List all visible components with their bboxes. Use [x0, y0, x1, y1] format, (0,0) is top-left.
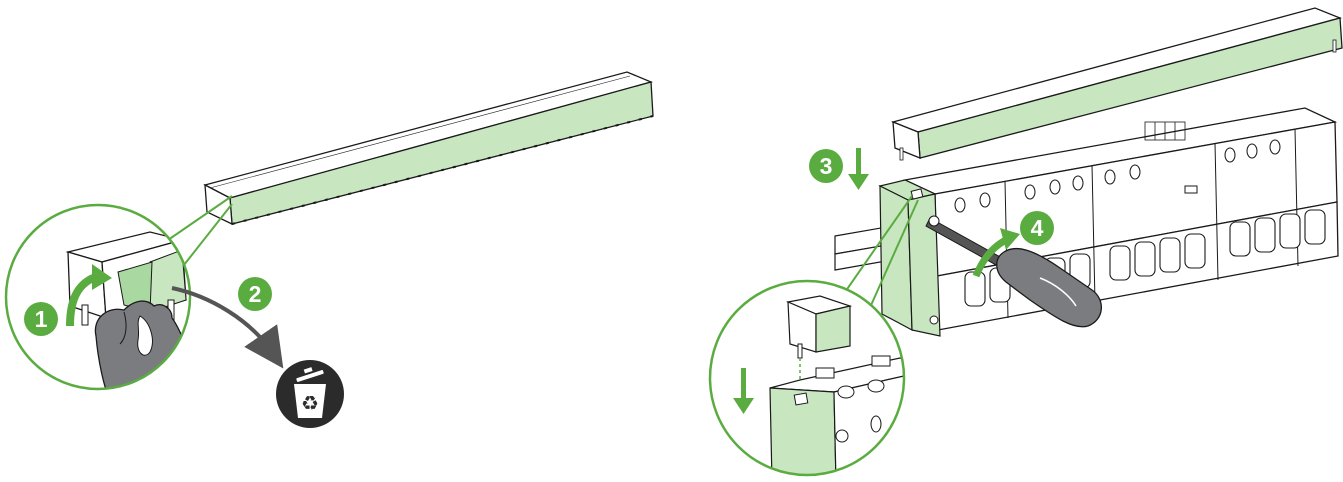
step-badge-1: 1 [24, 302, 58, 336]
zoom-connector-top [167, 195, 233, 241]
step-badge-4: 4 [1020, 211, 1054, 245]
step-badge-2: 2 [238, 277, 272, 311]
right-panel: 3 4 [708, 7, 1343, 477]
screwdriver-icon [925, 215, 1102, 328]
place-arrow [848, 148, 869, 190]
step-badge-3: 3 [809, 149, 843, 183]
terminal-screws-top [954, 139, 1281, 213]
end-cover-green [878, 179, 941, 337]
terminal-cover-bar [203, 71, 654, 226]
zoom-connector-right-a [835, 195, 913, 306]
recycle-symbol-icon: ♻ [301, 391, 319, 415]
zoom-connector-right-b [867, 199, 919, 313]
step-number-3: 3 [820, 153, 833, 179]
zoom-detail-right [708, 279, 906, 477]
discard-arrow [171, 286, 284, 369]
breaker-toggles [964, 209, 1326, 307]
step-number-2: 2 [249, 281, 262, 307]
left-panel: 1 2 ♻ [4, 71, 654, 428]
step-number-4: 4 [1031, 215, 1044, 241]
tighten-arrow-head [1000, 228, 1020, 250]
terminal-cover-bar-placed [890, 7, 1343, 161]
zoom-down-arrow [733, 368, 754, 414]
module-grid [1144, 121, 1186, 141]
step-number-1: 1 [35, 306, 48, 332]
zoom-connector-bottom [179, 203, 233, 271]
peel-arrow-head [92, 264, 112, 290]
zoom-detail-left [4, 203, 192, 391]
recycle-bin-icon: ♻ [276, 360, 344, 428]
